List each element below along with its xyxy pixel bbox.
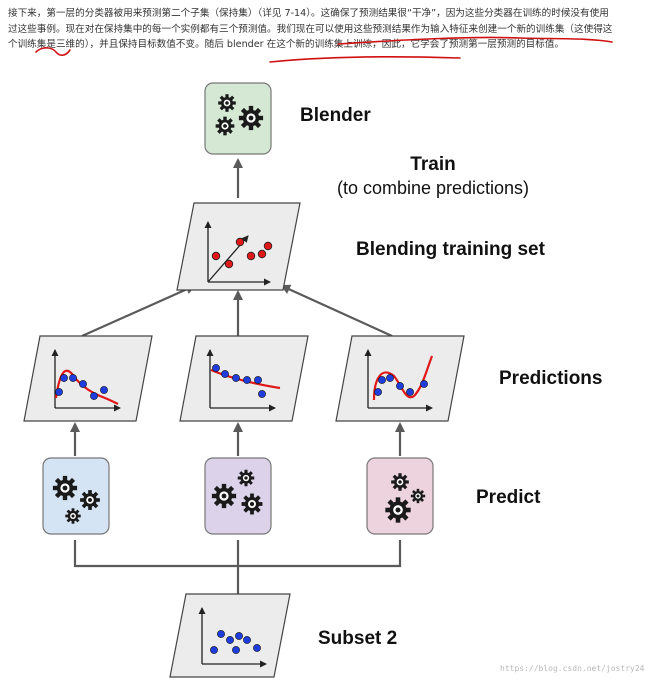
subset-2-label: Subset 2 xyxy=(318,628,397,649)
blender-label: Blender xyxy=(300,105,371,126)
train-label: Train xyxy=(410,154,455,175)
predictions-plot-1 xyxy=(23,335,153,422)
predictions-plot-3 xyxy=(335,335,465,422)
predictions-plot-2 xyxy=(179,335,309,422)
predictor-box-1 xyxy=(42,457,110,535)
blending-training-set-plot xyxy=(176,202,301,291)
predictions-label: Predictions xyxy=(499,368,602,389)
predict-label: Predict xyxy=(476,487,541,508)
blending-set-label: Blending training set xyxy=(356,239,546,260)
stacking-diagram: Blender Train (to combine predictions) B… xyxy=(23,36,613,678)
up-arrow-icon xyxy=(81,284,196,338)
train-sub-label: (to combine predictions) xyxy=(337,178,529,198)
predictor-box-2 xyxy=(204,457,272,535)
subset-2-plot xyxy=(169,593,291,678)
blender-box xyxy=(204,82,272,155)
flow-arrows xyxy=(70,158,405,594)
intro-paragraph: 接下来，第一层的分类器被用来预测第二个子集（保持集）（详见 7-14）。这确保了… xyxy=(8,6,614,53)
predictor-box-3 xyxy=(366,457,434,535)
up-arrow-icon xyxy=(280,284,393,338)
scatter-points xyxy=(211,237,273,269)
red-annotation-marks xyxy=(35,36,613,63)
paragraph-text: 接下来，第一层的分类器被用来预测第二个子集（保持集）（详见 7-14）。这确保了… xyxy=(8,8,613,50)
watermark: https://blog.csdn.net/jostry24 xyxy=(500,664,645,673)
